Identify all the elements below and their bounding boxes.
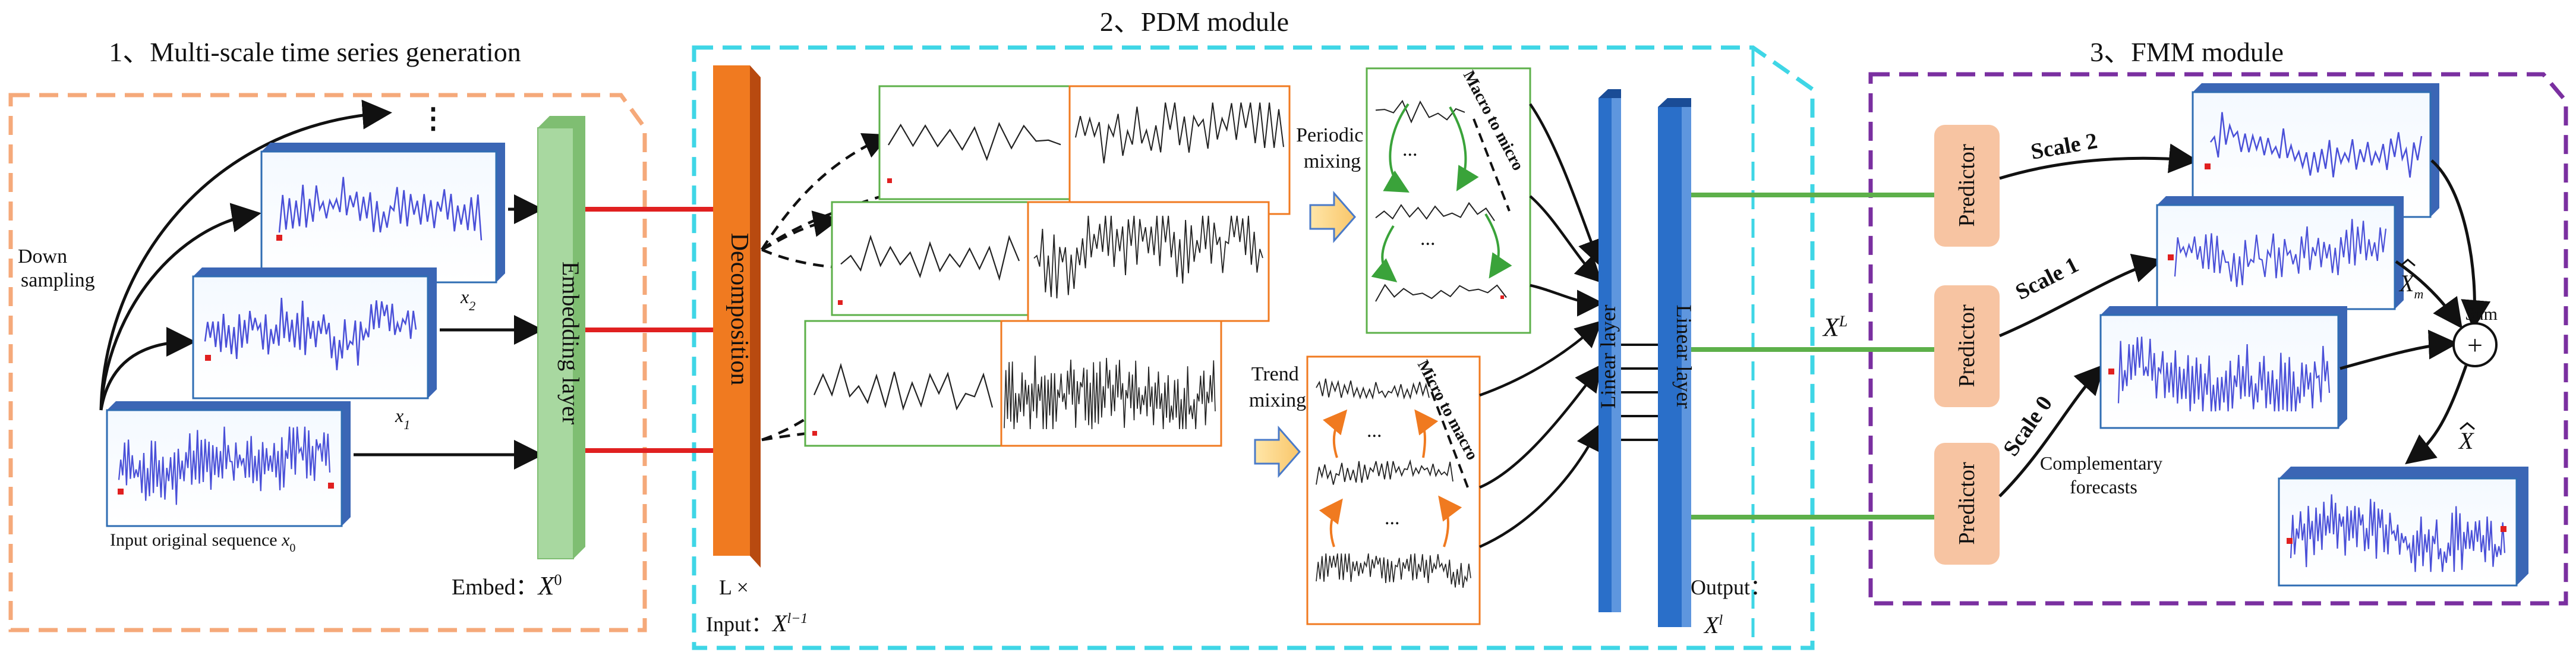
- trend-dots-2: ...: [1385, 507, 1400, 529]
- embedding-to-decomposition-lines: [585, 207, 713, 453]
- embedding-layer-label: Embedding layer: [557, 262, 584, 424]
- linear-layer-bridges: [1621, 344, 1658, 441]
- periodic-mixing-panel: ... ... Macro to micro: [1366, 67, 1531, 334]
- series-card-x0: [106, 401, 351, 527]
- periodic-mixing-arrow-icon: [1309, 191, 1356, 243]
- periodic-dots-2: ...: [1420, 228, 1436, 250]
- mixing-to-linear-arrows: [1479, 103, 1604, 549]
- embed-label: Embed：X0: [452, 571, 562, 600]
- svg-text:Predictor: Predictor: [1954, 304, 1979, 388]
- frame-fmm: [1868, 72, 2568, 606]
- predictor-scale-1: Predictor: [1934, 285, 2000, 407]
- linear-layer-1: Linear layer: [1596, 89, 1621, 612]
- card-to-embedding-arrows: [354, 194, 544, 470]
- xm-hat-mark: [2400, 259, 2416, 267]
- trend-mixing-arrow-icon: [1254, 426, 1301, 478]
- series-card-x1: [192, 267, 437, 399]
- section-title-generation: 1、Multi-scale time series generation: [109, 37, 521, 67]
- section-title-pdm: 2、PDM module: [1100, 7, 1289, 37]
- scale-label-x1: x1: [395, 405, 410, 432]
- l-times-label: L ×: [719, 575, 749, 599]
- trend-mixing-panel: ... ... Micro to macro: [1306, 355, 1481, 625]
- xl-label: XL: [1822, 313, 1847, 342]
- trend-mixing-label: Trend mixing: [1249, 363, 1306, 411]
- frame-generation: [8, 93, 647, 632]
- svg-text:Predictor: Predictor: [1954, 462, 1979, 545]
- forecast-card-scale-0: [2099, 306, 2347, 429]
- predictor-scale-2: Predictor: [1934, 125, 2000, 247]
- scale-ellipsis: ⋮: [419, 103, 447, 134]
- down-sampling-arrows: [99, 99, 392, 411]
- predictor-output-arrows: [1998, 143, 2199, 498]
- trend-dots-1: ...: [1367, 420, 1382, 442]
- linear-to-predictor-lines: [1691, 193, 1934, 520]
- sum-to-output-arrow: [2405, 365, 2468, 465]
- final-forecast-card: [2278, 467, 2528, 587]
- x-hat-mark: [2460, 422, 2475, 430]
- scale-0-label: Scale 0: [1998, 392, 2057, 461]
- xm-hat-label: Xm: [2398, 270, 2423, 301]
- pdm-panel-row-2: [831, 201, 1270, 322]
- decomposition-block: Decomposition: [713, 65, 761, 568]
- scale-1-label: Scale 1: [2011, 252, 2083, 305]
- scale-2-label: Scale 2: [2029, 128, 2099, 165]
- forecast-to-sum-arrows: [2339, 159, 2491, 370]
- embedding-layer: Embedding layer: [537, 116, 585, 559]
- down-sampling-label: Down sampling: [18, 245, 95, 291]
- periodic-mixing-label: Periodic mixing: [1296, 124, 1369, 172]
- section-title-fmm: 3、FMM module: [2090, 37, 2284, 67]
- periodic-dots-1: ...: [1402, 138, 1418, 160]
- scale-label-x2: x2: [460, 286, 475, 313]
- x-hat-label: X: [2458, 427, 2474, 454]
- pdm-input-label: Input：Xl−1: [706, 610, 808, 637]
- complementary-forecasts-label: Complementary forecasts: [2040, 452, 2167, 498]
- sum-label: Sum: [2465, 304, 2498, 324]
- sum-plus-icon: +: [2467, 330, 2483, 360]
- linear-layer-2-label: Linear layer: [1672, 305, 1696, 409]
- linear-layer-2: Linear layer: [1658, 98, 1696, 627]
- series-card-x2: [260, 143, 505, 284]
- pdm-panel-row-1: [878, 85, 1291, 215]
- predictor-scale-0: Predictor: [1934, 443, 2000, 565]
- pdm-output-label: Output：: [1691, 575, 1771, 599]
- svg-text:Predictor: Predictor: [1954, 144, 1979, 227]
- decomposition-label: Decomposition: [726, 233, 753, 386]
- pdm-panel-row-3: [804, 320, 1222, 447]
- input-sequence-label: Input original sequence x0: [110, 530, 295, 555]
- forecast-card-scale-1: [2156, 196, 2404, 310]
- sum-node: +: [2452, 322, 2498, 367]
- pdm-output-var: Xl: [1703, 612, 1723, 638]
- linear-layer-1-label: Linear layer: [1596, 305, 1620, 409]
